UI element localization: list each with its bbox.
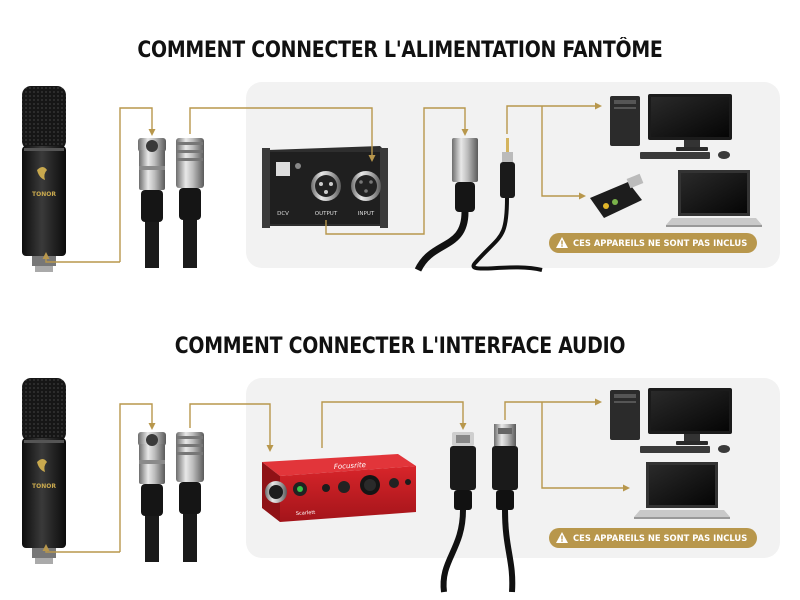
phantom-power-title: COMMENT CONNECTER L'ALIMENTATION FANTÔME — [137, 38, 663, 63]
laptop-icon — [666, 170, 762, 227]
not-included-text: CES APPAREILS NE SONT PAS INCLUS — [573, 533, 748, 543]
mic-brand-label: TONOR — [32, 483, 56, 490]
not-included-badge: CES APPAREILS NE SONT PAS INCLUS — [549, 233, 758, 253]
usb-a-connector — [492, 424, 518, 593]
not-included-text: CES APPAREILS NE SONT PAS INCLUS — [573, 238, 748, 248]
mic-brand-label: TONOR — [32, 191, 56, 198]
xlr-female-connector — [138, 432, 166, 562]
desktop-computer-icon — [610, 388, 732, 453]
port-output-label: OUTPUT — [315, 211, 338, 217]
warning-icon — [556, 532, 568, 543]
audio-interface-device: Focusrite Scarlett — [262, 454, 416, 522]
not-included-badge: CES APPAREILS NE SONT PAS INCLUS — [549, 528, 758, 548]
xlr-male-connector — [176, 432, 204, 562]
usb-b-connector — [440, 432, 476, 593]
xlr-cable — [414, 138, 478, 272]
desktop-computer-icon — [610, 94, 732, 159]
warning-icon — [556, 237, 568, 248]
microphone-icon — [22, 86, 66, 272]
laptop-icon — [634, 462, 730, 519]
xlr-male-connector — [176, 138, 204, 268]
phantom-power-box: DCV OUTPUT INPUT — [262, 146, 388, 228]
phantom-section: TONOR DCV OUTPUT INPUT — [22, 86, 762, 272]
port-dcv-label: DCV — [277, 211, 289, 217]
interface-brand-label: Focusrite — [334, 461, 367, 471]
interface-model-label: Scarlett — [296, 510, 316, 517]
usb-sound-card-icon — [590, 173, 644, 218]
audio-interface-title: COMMENT CONNECTER L'INTERFACE AUDIO — [174, 334, 626, 359]
interface-section: TONOR Focusrite Scarlett — [22, 378, 732, 593]
jack-3-5mm-cable — [471, 138, 543, 272]
microphone-icon — [22, 378, 66, 564]
port-input-label: INPUT — [358, 211, 375, 217]
xlr-female-connector — [138, 138, 166, 268]
